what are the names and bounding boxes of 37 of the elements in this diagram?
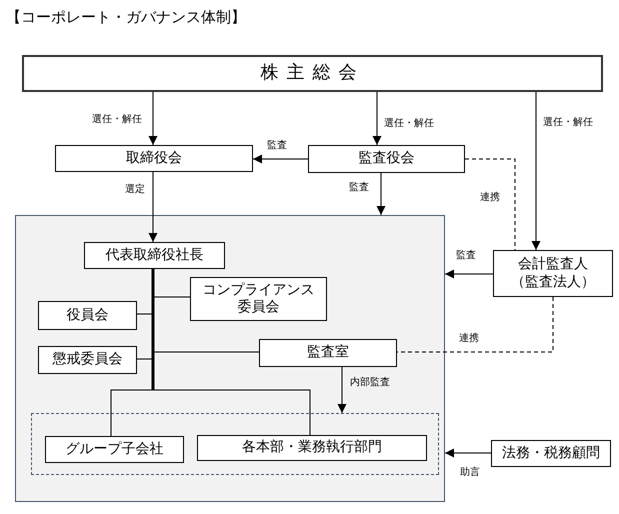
arrow — [444, 270, 494, 278]
arrow — [252, 154, 308, 164]
process-box: 監査役会 — [308, 145, 465, 173]
dashed-connector — [464, 158, 516, 250]
process-box: コンプライアンス委員会 — [190, 277, 327, 321]
edge-label: 助言 — [460, 468, 480, 478]
edge-label: 選任・解任 — [384, 119, 434, 129]
arrow — [532, 92, 540, 250]
trunk-line — [152, 269, 154, 390]
panel-background — [15, 215, 445, 502]
group-frame — [31, 413, 439, 475]
edge-label: 連携 — [459, 334, 479, 344]
arrow — [372, 92, 382, 146]
arrow — [444, 448, 492, 458]
edge-label: 監査 — [456, 251, 476, 261]
process-box: 取締役会 — [55, 145, 253, 172]
edge-label: 内部監査 — [350, 378, 390, 388]
process-box: 各本部・業務執行部門 — [197, 435, 427, 461]
process-box: 監査室 — [259, 339, 397, 367]
process-box: 役員会 — [38, 301, 137, 330]
meeting-box: 株主総会 — [22, 55, 603, 92]
process-box: 会計監査人（監査法人） — [493, 250, 613, 297]
arrow — [338, 366, 346, 414]
process-box: グループ子会社 — [45, 436, 184, 463]
edge-label: 選任・解任 — [543, 118, 593, 128]
edge-label: 監査 — [349, 183, 369, 193]
arrow — [148, 172, 158, 242]
edge-label: 選定 — [125, 185, 145, 195]
process-box: 代表取締役社長 — [84, 242, 225, 269]
edge-label: 監査 — [267, 141, 287, 151]
arrow — [376, 172, 386, 216]
diagram-title: 【コーポレート・ガバナンス体制】 — [6, 10, 246, 25]
edge-label: 連携 — [480, 193, 500, 203]
process-box: 懲戒委員会 — [38, 346, 137, 374]
edge-label: 選任・解任 — [92, 115, 142, 125]
process-box: 法務・税務顧問 — [491, 440, 611, 467]
arrow — [148, 92, 158, 146]
